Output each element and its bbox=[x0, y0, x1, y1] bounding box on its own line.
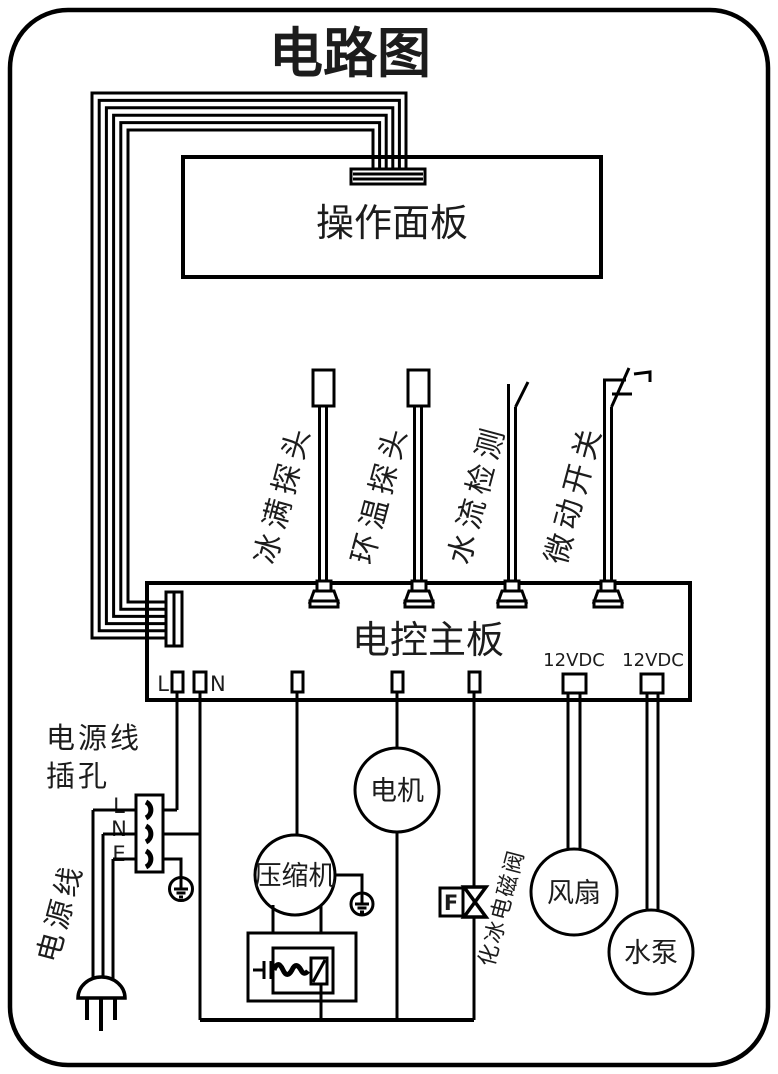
valve-f-label: F bbox=[444, 891, 458, 915]
ribbon-wire bbox=[97, 98, 401, 633]
socket-contact-l bbox=[144, 799, 154, 821]
board-terminal-compressor bbox=[290, 670, 305, 694]
pump-circle bbox=[607, 908, 695, 996]
fan-label: 风扇 bbox=[547, 878, 601, 909]
socket-pin-l-label: L bbox=[113, 794, 125, 818]
ice-full-probe-head bbox=[311, 368, 336, 408]
water-flow-switch-blade bbox=[514, 381, 530, 408]
water-pump: 水泵 bbox=[607, 908, 695, 996]
compressor-ground-wire bbox=[335, 873, 364, 893]
pump-label: 水泵 bbox=[624, 938, 678, 969]
overload-protector-icon bbox=[271, 962, 310, 977]
earth-ground-icon bbox=[168, 876, 194, 902]
power-wiring bbox=[175, 692, 660, 1022]
motor-circle bbox=[353, 746, 441, 834]
ribbon-wire bbox=[112, 113, 388, 618]
plug-body bbox=[76, 975, 127, 1000]
sensor-plugs bbox=[307, 579, 625, 609]
operation-panel-label: 操作面板 bbox=[316, 201, 468, 245]
micro-switch-actuator bbox=[633, 370, 652, 382]
board-terminal-l bbox=[170, 670, 185, 694]
board-terminal-12vdc-pump bbox=[639, 672, 665, 695]
relay-icon bbox=[309, 956, 329, 986]
ribbon-wire bbox=[90, 91, 408, 640]
starter-relay-box bbox=[246, 931, 358, 1020]
micro-switch-blade bbox=[610, 367, 631, 408]
plug-ambient-temp bbox=[402, 579, 436, 609]
fan: 风扇 bbox=[529, 847, 619, 937]
compressor-label: 压缩机 bbox=[255, 861, 336, 892]
fan-circle bbox=[529, 847, 619, 937]
ribbon-wire bbox=[104, 106, 395, 626]
board-terminal-valve bbox=[467, 670, 482, 694]
socket-contact-e bbox=[144, 848, 154, 870]
ribbon-wire bbox=[126, 128, 375, 604]
capacitor-icon bbox=[253, 961, 273, 979]
socket-contact-n bbox=[144, 823, 154, 845]
power-socket: 电源线 插孔 L N E bbox=[46, 721, 200, 981]
socket-label-line2: 插孔 bbox=[46, 759, 110, 793]
micro-switch-wire bbox=[603, 378, 626, 581]
board-terminal-l-label: L bbox=[157, 672, 169, 696]
main-board-label: 电控主板 bbox=[352, 618, 504, 662]
socket-row-e bbox=[163, 857, 183, 877]
motor: 电机 bbox=[353, 746, 441, 834]
board-terminal-motor bbox=[390, 670, 405, 694]
earth-ground-icon bbox=[349, 891, 375, 917]
valve-icon bbox=[460, 885, 490, 919]
dc-right-label: 12VDC bbox=[622, 650, 684, 671]
plug-micro-switch bbox=[591, 579, 625, 609]
page-title: 电路图 bbox=[269, 22, 431, 85]
dc-left-label: 12VDC bbox=[543, 650, 605, 671]
plug-ice-full bbox=[307, 579, 341, 609]
plug-water-flow bbox=[495, 579, 529, 609]
ribbon-panel-connector bbox=[349, 167, 427, 186]
motor-label: 电机 bbox=[370, 776, 424, 807]
socket-pin-n-label: N bbox=[111, 817, 127, 841]
ambient-temp-probe-head bbox=[406, 368, 431, 408]
board-terminal-n bbox=[192, 670, 208, 694]
ribbon-cable bbox=[90, 91, 427, 640]
ribbon-wire bbox=[119, 121, 382, 611]
valve-f-box bbox=[438, 886, 465, 918]
board-terminal-n-label: N bbox=[210, 672, 226, 696]
board-terminal-12vdc-fan bbox=[561, 672, 588, 695]
socket-label-line1: 电源线 bbox=[46, 721, 142, 755]
